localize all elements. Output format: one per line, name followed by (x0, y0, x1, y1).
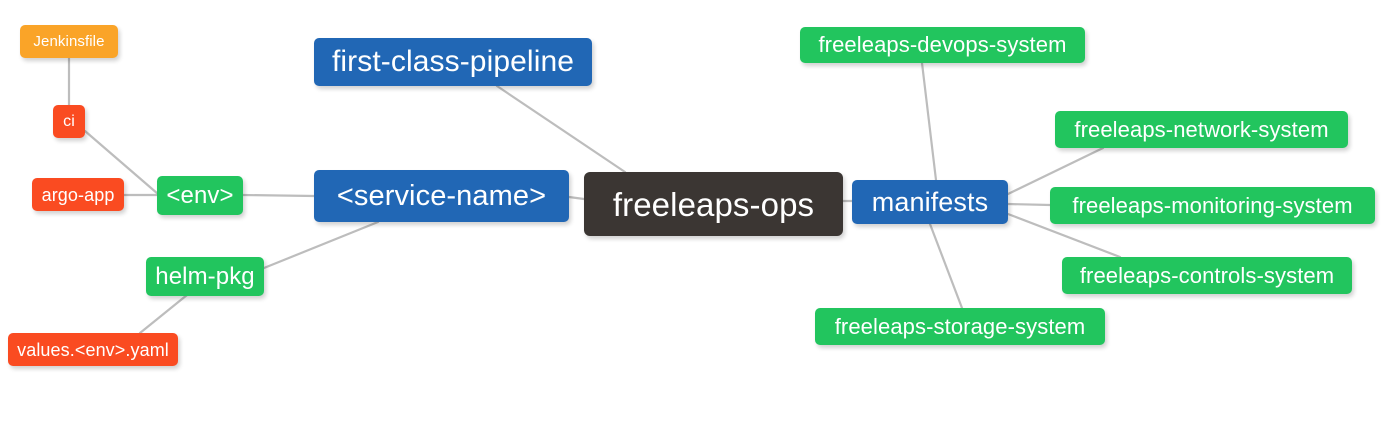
edge-manifests-storage (928, 222, 964, 310)
edge-pipeline-root (495, 84, 627, 174)
node-jenkinsfile[interactable]: Jenkinsfile (20, 25, 118, 58)
node-env[interactable]: <env> (157, 176, 243, 215)
node-label: freeleaps-devops-system (818, 32, 1067, 57)
edge-manifests-monitoring (1006, 202, 1052, 207)
node-label: freeleaps-storage-system (834, 313, 1086, 339)
node-argo-app[interactable]: argo-app (32, 178, 124, 211)
node-label: values.<env>.yaml (17, 339, 169, 360)
edge-servicename-root (567, 195, 586, 201)
node-label: <service-name> (336, 179, 547, 212)
node-label: <env> (166, 181, 234, 209)
node-helm-pkg[interactable]: helm-pkg (146, 257, 264, 296)
node-label: helm-pkg (155, 262, 255, 290)
node-label: freeleaps-network-system (1074, 116, 1329, 142)
node-label: ci (63, 112, 75, 130)
node-values-yaml[interactable]: values.<env>.yaml (8, 333, 178, 366)
node-label: Jenkinsfile (33, 33, 105, 50)
node-freeleaps-devops-system[interactable]: freeleaps-devops-system (800, 27, 1085, 63)
node-label: manifests (871, 186, 989, 217)
node-label: argo-app (41, 184, 115, 205)
edge-helmpkg-values (138, 293, 189, 335)
node-label: freeleaps-controls-system (1079, 262, 1335, 288)
node-service-name[interactable]: <service-name> (314, 170, 569, 222)
node-freeleaps-monitoring-system[interactable]: freeleaps-monitoring-system (1050, 187, 1375, 224)
node-root-freeleaps-ops[interactable]: freeleaps-ops (584, 172, 843, 236)
edge-env-servicename (241, 193, 316, 198)
edge-manifests-devops (920, 61, 938, 182)
node-freeleaps-controls-system[interactable]: freeleaps-controls-system (1062, 257, 1352, 294)
node-manifests[interactable]: manifests (852, 180, 1008, 224)
node-freeleaps-network-system[interactable]: freeleaps-network-system (1055, 111, 1348, 148)
node-label: freeleaps-ops (612, 185, 815, 223)
node-first-class-pipeline[interactable]: first-class-pipeline (314, 38, 592, 86)
node-freeleaps-storage-system[interactable]: freeleaps-storage-system (815, 308, 1105, 345)
node-label: first-class-pipeline (331, 45, 575, 78)
node-ci[interactable]: ci (53, 105, 85, 138)
node-label: freeleaps-monitoring-system (1072, 192, 1353, 218)
edge-servicename-helmpkg (262, 220, 380, 270)
